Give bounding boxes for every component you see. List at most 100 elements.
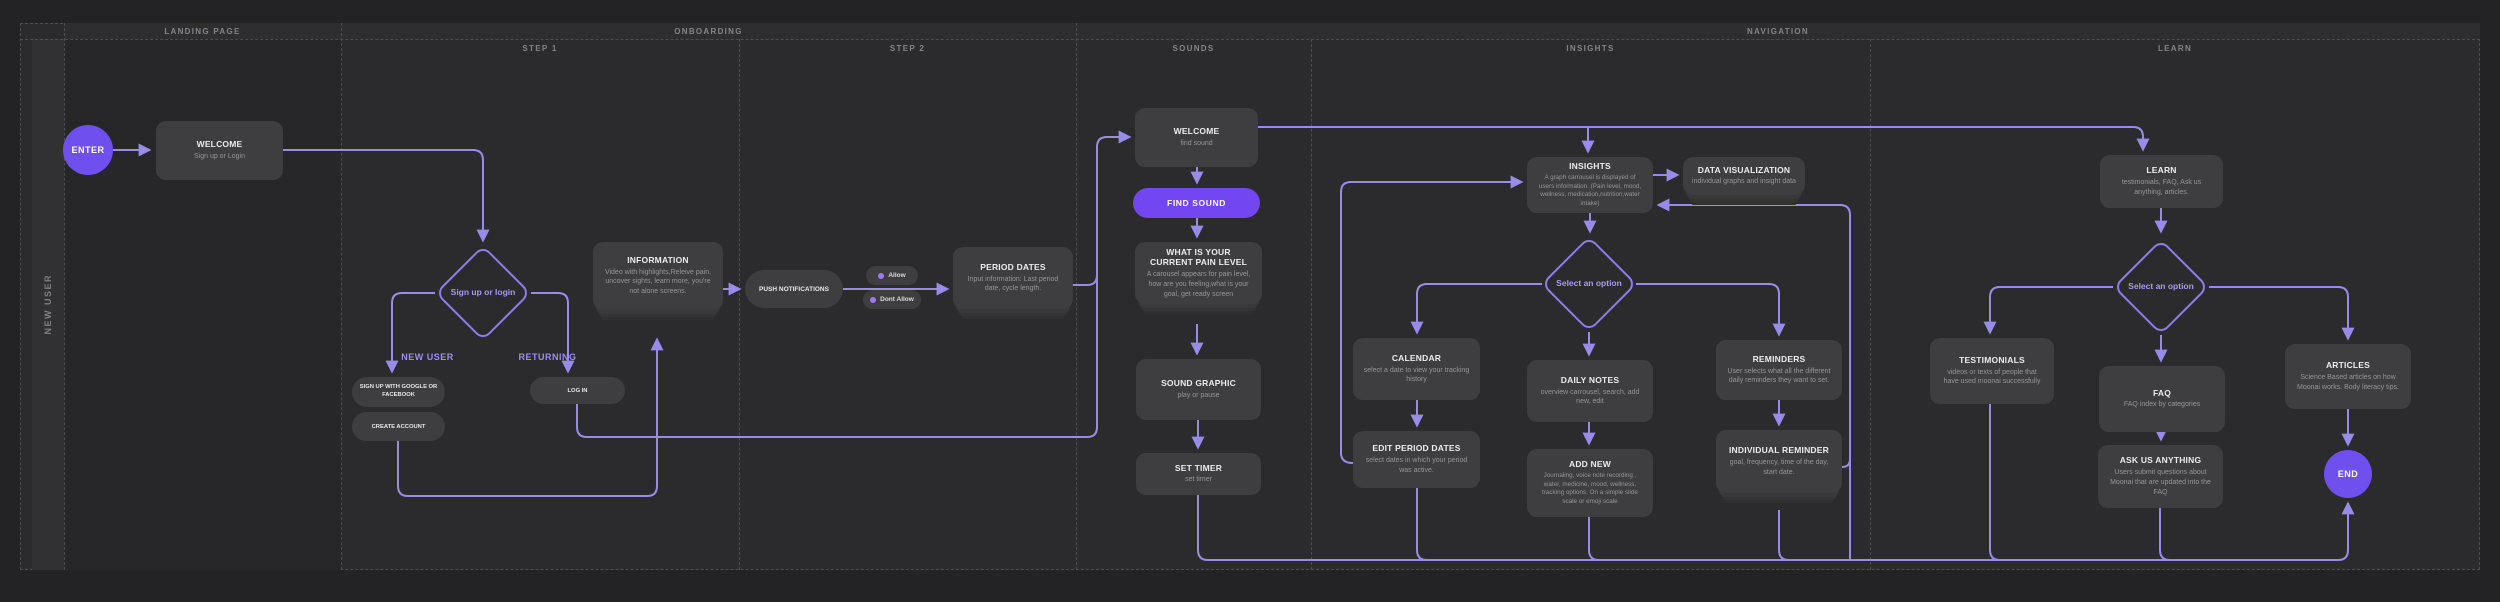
- node-subtitle: Input information: Last period date, cyc…: [967, 275, 1059, 293]
- end-label: END: [2337, 469, 2359, 479]
- node-title: TESTIMONIALS: [1959, 354, 2025, 365]
- decision-label: Select an option: [2128, 281, 2194, 292]
- data-visualization-node[interactable]: DATA VISUALIZATION individual graphs and…: [1683, 157, 1805, 195]
- divider-insights-learn: [1870, 39, 1871, 570]
- node-title: ASK US ANYTHING: [2119, 455, 2202, 466]
- node-subtitle: testimonials, FAQ, Ask us anything, arti…: [2121, 179, 2202, 196]
- node-title: INSIGHTS: [1569, 161, 1611, 172]
- lane-divider: [64, 23, 65, 570]
- node-title: EDIT PERIOD DATES: [1372, 443, 1461, 454]
- log-in-button[interactable]: LOG IN: [530, 377, 625, 404]
- new-user-lane: NEW USER: [32, 39, 64, 570]
- divider-step1-step2: [739, 39, 740, 570]
- option-label: Allow: [888, 272, 906, 279]
- set-timer-node[interactable]: SET TIMER set timer: [1136, 453, 1261, 495]
- decision-label: Select an option: [1556, 278, 1622, 289]
- welcome-sound-node[interactable]: WELCOME find sound: [1135, 108, 1258, 167]
- node-subtitle: Video with highlights,Releive pain, unco…: [604, 268, 712, 296]
- node-title: INFORMATION: [627, 254, 689, 265]
- sound-graphic-node[interactable]: SOUND GRAPHIC play or pause: [1136, 359, 1261, 420]
- node-subtitle: goal, frequency, time of the day, start …: [1729, 459, 1829, 476]
- option-dot-icon: [878, 272, 885, 279]
- node-title: LEARN: [2146, 165, 2177, 176]
- section-landing-page[interactable]: LANDING PAGE: [164, 27, 241, 36]
- section-sounds[interactable]: SOUNDS: [1172, 44, 1215, 53]
- welcome-landing-node[interactable]: WELCOME Sign up or Login: [156, 121, 283, 180]
- edit-period-dates-node[interactable]: EDIT PERIOD DATES select dates in which …: [1353, 431, 1480, 488]
- node-subtitle: Users submit questions about Moonai that…: [2110, 469, 2211, 496]
- node-title: CALENDAR: [1391, 352, 1442, 363]
- button-label: LOG IN: [567, 387, 588, 394]
- divider-landing-onboarding: [341, 23, 342, 570]
- button-label: SIGN UP WITH GOOGLE OR FACEBOOK: [359, 384, 438, 398]
- node-subtitle: FAQ index by categories: [2123, 401, 2201, 409]
- node-subtitle: overview carrousel, search, add new, edi…: [1540, 388, 1640, 406]
- section-learn[interactable]: LEARN: [2157, 44, 2193, 53]
- option-label: Dont Allow: [880, 296, 914, 303]
- enter-label: ENTER: [71, 145, 105, 155]
- node-subtitle: User selects what all the different dail…: [1727, 367, 1831, 385]
- node-subtitle: play or pause: [1177, 391, 1220, 399]
- node-title: INDIVIDUAL REMINDER: [1729, 445, 1829, 456]
- button-label: CREATE ACCOUNT: [371, 423, 426, 430]
- node-title: SOUND GRAPHIC: [1161, 378, 1236, 389]
- button-label: PUSH NOTIFICATIONS: [759, 285, 829, 293]
- information-node[interactable]: INFORMATION Video with highlights,Releiv…: [593, 242, 723, 310]
- decision-label: Sign up or login: [450, 287, 516, 298]
- node-title: ADD NEW: [1568, 459, 1611, 470]
- add-new-node[interactable]: ADD NEW Journaling, voice note recording…: [1527, 449, 1653, 517]
- node-title: SET TIMER: [1174, 462, 1223, 473]
- insights-node[interactable]: INSIGHTS A graph carrousel is displayed …: [1527, 157, 1653, 213]
- daily-notes-node[interactable]: DAILY NOTES overview carrousel, search, …: [1527, 360, 1653, 422]
- allow-option[interactable]: Allow: [866, 266, 918, 285]
- end-node[interactable]: END: [2324, 450, 2372, 498]
- signup-or-login-decision[interactable]: Sign up or login: [434, 244, 532, 342]
- header-row-strip: [64, 23, 2480, 39]
- push-notifications-node[interactable]: PUSH NOTIFICATIONS: [745, 270, 843, 308]
- branch-label-new-user[interactable]: NEW USER: [401, 352, 454, 362]
- section-insights[interactable]: INSIGHTS: [1566, 44, 1615, 53]
- ask-us-anything-node[interactable]: ASK US ANYTHING Users submit questions a…: [2098, 445, 2223, 508]
- node-title: WHAT IS YOUR CURRENT PAIN LEVEL: [1150, 246, 1247, 268]
- individual-reminder-node[interactable]: INDIVIDUAL REMINDER goal, frequency, tim…: [1716, 430, 1842, 493]
- period-dates-node[interactable]: PERIOD DATES Input information: Last per…: [953, 247, 1073, 309]
- section-onboarding[interactable]: ONBOARDING: [674, 27, 743, 36]
- articles-node[interactable]: ARTICLES Science Based articles on how M…: [2285, 344, 2411, 409]
- node-title: WELCOME: [1173, 126, 1220, 137]
- branch-label-returning[interactable]: RETURNING: [518, 352, 577, 362]
- learn-node[interactable]: LEARN testimonials, FAQ, Ask us anything…: [2100, 155, 2223, 208]
- section-step2[interactable]: STEP 2: [889, 44, 926, 53]
- section-navigation[interactable]: NAVIGATION: [1746, 27, 1810, 36]
- button-label: FIND SOUND: [1167, 198, 1226, 208]
- testimonials-node[interactable]: TESTIMONIALS videos or texts of people t…: [1930, 338, 2054, 404]
- option-dot-icon: [870, 296, 877, 303]
- divider-onboarding-navigation: [1076, 23, 1077, 570]
- node-subtitle: Science Based articles on how Moonai wor…: [2297, 374, 2399, 391]
- node-title: DAILY NOTES: [1560, 374, 1620, 385]
- find-sound-button[interactable]: FIND SOUND: [1133, 188, 1260, 218]
- calendar-node[interactable]: CALENDAR select a date to view your trac…: [1353, 338, 1480, 400]
- node-subtitle: A carousel appears for pain level, how a…: [1146, 270, 1251, 298]
- node-title: ARTICLES: [2325, 360, 2371, 371]
- reminders-node[interactable]: REMINDERS User selects what all the diff…: [1716, 340, 1842, 400]
- insights-select-option-decision[interactable]: Select an option: [1540, 235, 1638, 333]
- pain-level-node[interactable]: WHAT IS YOUR CURRENT PAIN LEVEL A carous…: [1135, 242, 1262, 304]
- node-subtitle: Sign up or Login: [194, 152, 245, 160]
- node-subtitle: select a date to view your tracking hist…: [1363, 366, 1470, 384]
- node-title: FAQ: [2152, 387, 2172, 398]
- enter-node[interactable]: ENTER: [63, 125, 113, 175]
- signup-google-facebook-button[interactable]: SIGN UP WITH GOOGLE OR FACEBOOK: [352, 377, 445, 407]
- learn-select-option-decision[interactable]: Select an option: [2112, 238, 2210, 336]
- dont-allow-option[interactable]: Dont Allow: [863, 290, 921, 309]
- faq-node[interactable]: FAQ FAQ index by categories: [2099, 366, 2225, 432]
- node-subtitle: Journaling, voice note recording , water…: [1542, 471, 1638, 506]
- create-account-button[interactable]: CREATE ACCOUNT: [352, 412, 445, 441]
- node-title: REMINDERS: [1752, 353, 1806, 364]
- landing-page-column: [64, 39, 341, 570]
- section-step1[interactable]: STEP 1: [522, 44, 558, 53]
- node-subtitle: set timer: [1185, 476, 1212, 484]
- node-title: PERIOD DATES: [980, 261, 1046, 272]
- node-subtitle: A graph carrousel is displayed of users …: [1538, 173, 1642, 208]
- header-divider: [20, 39, 2480, 40]
